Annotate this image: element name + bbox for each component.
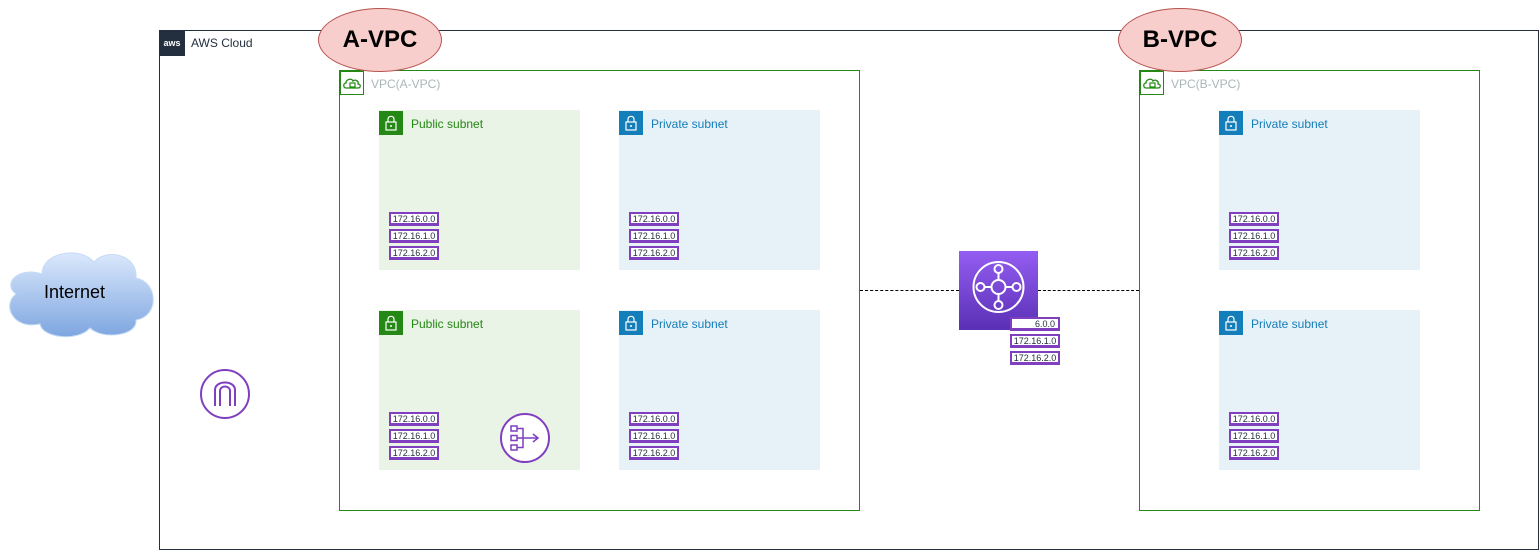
subnet-a-private-2 [619, 310, 820, 470]
subnet-lock-icon [379, 311, 403, 335]
internet-label: Internet [44, 282, 106, 302]
route-table-entry: 172.16.1.0 [389, 229, 439, 243]
subnet-b-private-1 [1219, 110, 1420, 270]
route-table-entry: 172.16.2.0 [389, 246, 439, 260]
tgw-route-entry: 172.16.1.0 [1010, 334, 1060, 348]
subnet-lock-icon [1219, 111, 1243, 135]
route-table-entry: 172.16.1.0 [1229, 429, 1279, 443]
vpc-b [1139, 70, 1480, 511]
vpc-cloud-lock-icon [1140, 71, 1164, 95]
subnet-lock-icon [1219, 311, 1243, 335]
vpc-a-label: VPC(A-VPC) [371, 77, 441, 91]
aws-logo-icon: aws [159, 30, 185, 56]
subnet-b-private-1-label: Private subnet [1251, 117, 1328, 131]
internet-cloud-icon [9, 252, 154, 338]
route-table-entry: 172.16.0.0 [1229, 412, 1279, 426]
route-table-entry: 172.16.1.0 [629, 429, 679, 443]
subnet-a-private-2-label: Private subnet [651, 317, 728, 331]
internet-gateway-icon [200, 369, 250, 419]
route-table-entry: 172.16.2.0 [1229, 446, 1279, 460]
aws-cloud-group [159, 30, 1539, 550]
route-table-entry: 172.16.0.0 [629, 412, 679, 426]
vpc-a-tag: A-VPC [318, 8, 442, 72]
aws-cloud-label: AWS Cloud [191, 36, 253, 50]
route-table-entry: 172.16.1.0 [1229, 229, 1279, 243]
subnet-b-private-2-label: Private subnet [1251, 317, 1328, 331]
vpc-b-label: VPC(B-VPC) [1171, 77, 1241, 91]
subnet-a-private-1 [619, 110, 820, 270]
route-table-entry: 172.16.2.0 [1229, 246, 1279, 260]
route-table-entry: 172.16.2.0 [389, 446, 439, 460]
transit-gateway [959, 251, 1038, 330]
subnet-a-private-1-label: Private subnet [651, 117, 728, 131]
vpc-a [339, 70, 860, 511]
route-table-entry: 172.16.1.0 [629, 229, 679, 243]
route-table-entry: 172.16.1.0 [389, 429, 439, 443]
subnet-lock-icon [619, 311, 643, 335]
subnet-lock-icon [619, 111, 643, 135]
route-table-entry: 172.16.0.0 [389, 212, 439, 226]
connector-a-to-tgw [860, 290, 959, 291]
subnet-b-private-2 [1219, 310, 1420, 470]
subnet-a-public-1 [379, 110, 580, 270]
vpc-b-tag: B-VPC [1118, 8, 1242, 72]
vpc-cloud-lock-icon [340, 71, 364, 95]
tgw-route-entry: 172.16.2.0 [1010, 351, 1060, 365]
subnet-a-public-1-label: Public subnet [411, 117, 484, 131]
route-table-entry: 172.16.0.0 [1229, 212, 1279, 226]
subnet-a-public-2-label: Public subnet [411, 317, 484, 331]
connector-tgw-to-b [1038, 290, 1139, 291]
tgw-route-entry: 6.0.0 [1010, 317, 1060, 331]
route-table-entry: 172.16.0.0 [389, 412, 439, 426]
route-table-entry: 172.16.2.0 [629, 446, 679, 460]
route-table-entry: 172.16.2.0 [629, 246, 679, 260]
nat-gateway-icon [500, 413, 550, 463]
transit-gateway-icon [972, 261, 1025, 313]
subnet-lock-icon [379, 111, 403, 135]
route-table-entry: 172.16.0.0 [629, 212, 679, 226]
